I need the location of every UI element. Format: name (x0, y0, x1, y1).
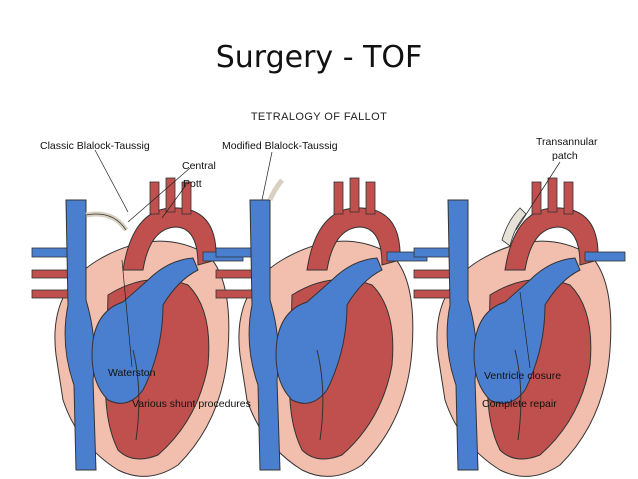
label-ventricle-closure: Ventricle closure (484, 370, 562, 382)
label-waterston: Waterston (108, 367, 156, 379)
label-central: Central (182, 160, 216, 172)
label-pott: Pott (183, 178, 202, 190)
label-classic-blalock-taussig: Classic Blalock-Taussig (40, 140, 150, 152)
figure-title: TETRALOGY OF FALLOT (250, 111, 388, 123)
heart-shunts (31, 177, 244, 477)
label-modified-blalock-taussig: Modified Blalock-Taussig (222, 140, 338, 152)
leader-lines (94, 149, 561, 369)
caption-complete-repair: Complete repair (482, 398, 557, 410)
label-transannular: Transannular (536, 136, 598, 148)
heart-complete-repair (413, 177, 626, 477)
label-patch: patch (552, 150, 578, 162)
heart-modified-bt (215, 177, 428, 477)
caption-shunt-procedures: Various shunt procedures (132, 398, 251, 410)
slide-title: Surgery - TOF (215, 40, 423, 75)
